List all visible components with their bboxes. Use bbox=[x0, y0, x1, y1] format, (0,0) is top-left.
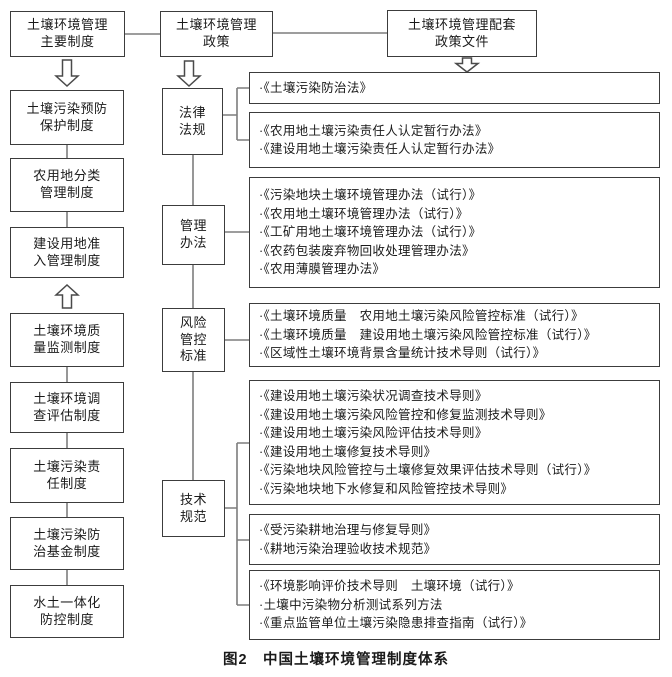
node-pollution-liability: 土壤污染责 任制度 bbox=[10, 448, 124, 503]
list-measures: ·《污染地块土壤环境管理办法（试行）》 ·《农用地土壤环境管理办法（试行）》 ·… bbox=[249, 177, 660, 288]
node-category-technical: 技术 规范 bbox=[162, 480, 225, 537]
list-item: ·土壤中污染物分析测试系列方法 bbox=[259, 597, 443, 612]
list-item: ·《建设用地土壤污染责任人认定暂行办法》 bbox=[259, 142, 501, 156]
list-item: ·《土壤环境质量 农用地土壤污染风险管控标准（试行）》 bbox=[259, 309, 584, 324]
arrow-down-main-icon bbox=[54, 59, 80, 88]
list-item: ·《污染地块地下水修复和风险管控技术导则》 bbox=[259, 481, 514, 496]
list-technical-2: ·《受污染耕地治理与修复导则》 ·《耕地污染治理验收技术规范》 bbox=[249, 514, 660, 565]
list-item: ·《污染地块土壤环境管理办法（试行）》 bbox=[259, 188, 482, 203]
arrow-up-monitoring-icon bbox=[54, 283, 80, 309]
list-item: ·《土壤环境质量 建设用地土壤污染风险管控标准（试行）》 bbox=[259, 327, 597, 342]
node-category-laws: 法律 法规 bbox=[162, 88, 223, 155]
list-item: ·《耕地污染治理验收技术规范》 bbox=[259, 541, 437, 556]
list-laws-2: ·《农用地土壤污染责任人认定暂行办法》 ·《建设用地土壤污染责任人认定暂行办法》 bbox=[249, 112, 660, 168]
node-quality-monitoring: 土壤环境质 量监测制度 bbox=[10, 313, 124, 367]
node-policy: 土壤环境管理 政策 bbox=[160, 11, 273, 57]
list-item: ·《建设用地土壤污染状况调查技术导则》 bbox=[259, 389, 488, 403]
list-item: ·《工矿用地土壤环境管理办法（试行）》 bbox=[259, 225, 482, 240]
node-main-system: 土壤环境管理 主要制度 bbox=[10, 11, 125, 57]
connector-technical-bracket bbox=[225, 442, 249, 606]
node-farmland-classification: 农用地分类 管理制度 bbox=[10, 158, 124, 212]
list-item: ·《重点监管单位土壤污染隐患排查指南（试行）》 bbox=[259, 616, 533, 631]
list-item: ·《农药包装废弃物回收处理管理办法》 bbox=[259, 243, 475, 258]
connector-laws-bracket bbox=[223, 87, 249, 141]
node-category-risk-standards: 风险 管控 标准 bbox=[162, 308, 225, 372]
list-item: ·《环境影响评价技术导则 土壤环境（试行）》 bbox=[259, 579, 520, 594]
arrow-down-policy-icon bbox=[176, 60, 202, 88]
node-control-fund: 土壤污染防 治基金制度 bbox=[10, 517, 124, 570]
list-item: ·《农用地土壤环境管理办法（试行）》 bbox=[259, 206, 469, 221]
list-item: ·《农用薄膜管理办法》 bbox=[259, 262, 386, 277]
node-supporting-docs: 土壤环境管理配套 政策文件 bbox=[387, 10, 537, 57]
list-technical-3: ·《环境影响评价技术导则 土壤环境（试行）》 ·土壤中污染物分析测试系列方法 ·… bbox=[249, 570, 660, 640]
list-risk-standards: ·《土壤环境质量 农用地土壤污染风险管控标准（试行）》 ·《土壤环境质量 建设用… bbox=[249, 303, 660, 367]
list-item: ·《区域性土壤环境背景含量统计技术导则（试行）》 bbox=[259, 346, 546, 361]
list-technical-1: ·《建设用地土壤污染状况调查技术导则》 ·《建设用地土壤污染风险管控和修复监测技… bbox=[249, 380, 660, 505]
list-item: ·《建设用地土壤修复技术导则》 bbox=[259, 444, 437, 459]
list-item: ·《建设用地土壤污染风险评估技术导则》 bbox=[259, 426, 488, 440]
arrow-down-docs-icon bbox=[453, 57, 481, 73]
node-survey-assessment: 土壤环境调 查评估制度 bbox=[10, 382, 124, 433]
node-water-soil-integration: 水土一体化 防控制度 bbox=[10, 585, 124, 638]
node-pollution-prevention: 土壤污染预防 保护制度 bbox=[10, 90, 124, 145]
list-laws-1: ·《土壤污染防治法》 bbox=[249, 72, 660, 104]
figure-caption: 图2 中国土壤环境管理制度体系 bbox=[222, 652, 450, 668]
list-item: ·《污染地块风险管控与土壤修复效果评估技术导则（试行）》 bbox=[259, 463, 597, 477]
list-item: ·《受污染耕地治理与修复导则》 bbox=[259, 523, 437, 537]
list-item: ·《土壤污染防治法》 bbox=[259, 80, 373, 95]
node-construction-land-admission: 建设用地准 入管理制度 bbox=[10, 227, 124, 278]
node-category-measures: 管理 办法 bbox=[162, 205, 225, 265]
list-item: ·《建设用地土壤污染风险管控和修复监测技术导则》 bbox=[259, 407, 552, 422]
list-item: ·《农用地土壤污染责任人认定暂行办法》 bbox=[259, 123, 488, 138]
